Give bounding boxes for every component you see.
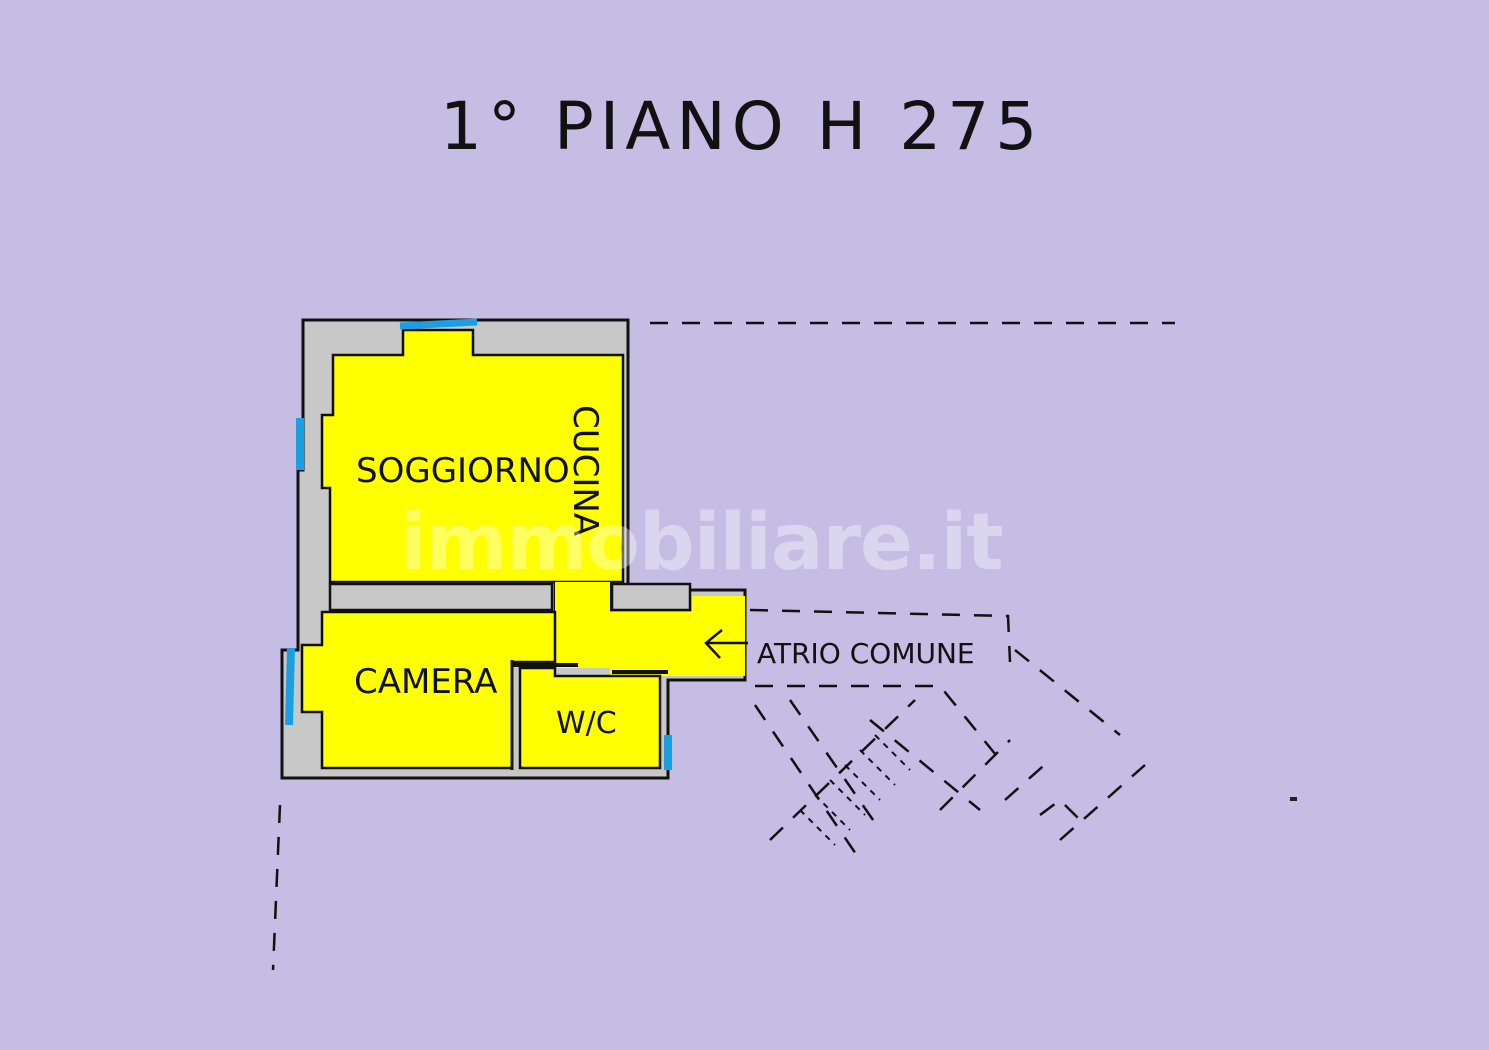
room-label-soggiorno: SOGGIORNO <box>356 451 570 491</box>
room-label-wc: W/C <box>556 706 617 741</box>
dot-mark <box>1290 797 1297 801</box>
stair-treads <box>799 734 911 846</box>
room-label-atrio-comune: ATRIO COMUNE <box>757 637 975 670</box>
floor-title: 1° PIANO H 275 <box>440 88 1044 165</box>
dashed-boundaries <box>271 321 1175 971</box>
watermark: immobiliare.it <box>400 498 1004 588</box>
windows <box>285 318 672 770</box>
window-camera <box>285 647 295 726</box>
room-fills <box>300 328 745 770</box>
room-label-camera: CAMERA <box>354 662 497 702</box>
arrow-left-icon <box>704 629 748 659</box>
window-top <box>399 318 478 330</box>
room-label-cucina: CUCINA <box>565 405 605 536</box>
